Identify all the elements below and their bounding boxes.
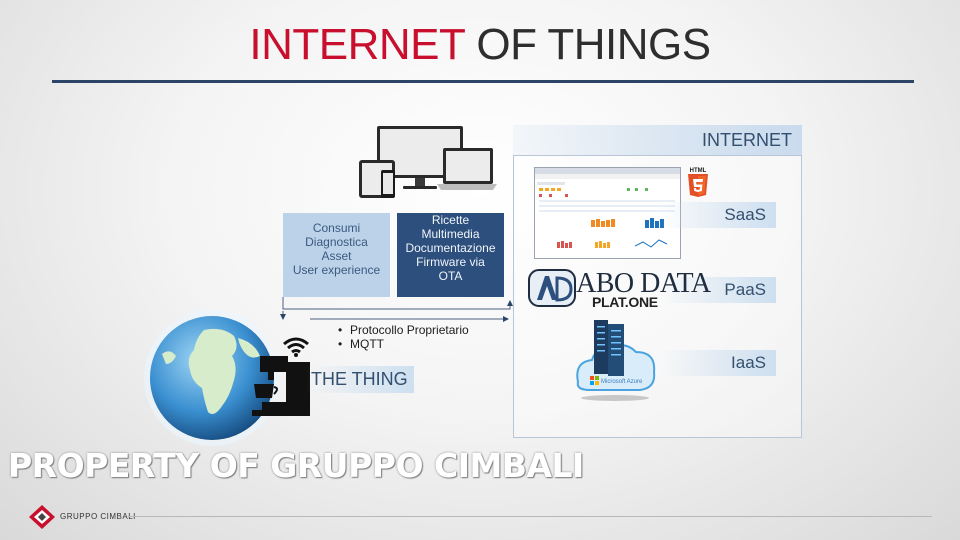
footer-brand: GRUPPO CIMBALI bbox=[60, 512, 136, 521]
abo-data-logo-icon bbox=[527, 268, 577, 308]
list-item: MQTT bbox=[338, 337, 469, 351]
devices-icon bbox=[357, 126, 497, 200]
box-consumi-line: User experience bbox=[292, 263, 381, 277]
azure-cloud-icon: Microsoft Azure bbox=[570, 318, 660, 402]
box-consumi-line: Asset bbox=[321, 249, 352, 263]
protocol-list: Protocollo Proprietario MQTT bbox=[338, 323, 469, 351]
tier-saas: SaaS bbox=[660, 202, 776, 228]
box-consumi-line: Diagnostica bbox=[305, 235, 368, 249]
box-consumi-line: Consumi bbox=[312, 221, 361, 235]
box-ricette: Ricette Multimedia Documentazione Firmwa… bbox=[397, 213, 504, 297]
platone-logo-text: PLAT.ONE bbox=[592, 294, 658, 310]
footer-divider bbox=[128, 516, 932, 517]
box-ricette-line: Documentazione bbox=[405, 241, 496, 255]
title-accent: INTERNET bbox=[249, 20, 465, 69]
box-ricette-line: Firmware via bbox=[416, 255, 485, 269]
dashboard-screenshot bbox=[534, 167, 681, 259]
svg-text:HTML: HTML bbox=[690, 168, 707, 174]
svg-text:Microsoft Azure: Microsoft Azure bbox=[601, 379, 643, 385]
connector-arrows bbox=[270, 295, 520, 335]
tier-iaas: IaaS bbox=[660, 350, 776, 376]
abo-data-logo-text: ABO DATA bbox=[576, 268, 711, 299]
box-ricette-line: Multimedia bbox=[421, 227, 480, 241]
the-thing-label: THE THING bbox=[307, 366, 414, 393]
tier-paas: PaaS bbox=[660, 277, 776, 303]
box-ricette-line: Ricette bbox=[431, 213, 470, 227]
box-consumi: Consumi Diagnostica Asset User experienc… bbox=[283, 213, 390, 297]
box-ricette-line: OTA bbox=[438, 269, 463, 283]
watermark: PROPERTY OF GRUPPO CIMBALI bbox=[8, 446, 584, 485]
coffee-machine-icon bbox=[248, 322, 314, 418]
internet-header: INTERNET bbox=[513, 125, 802, 155]
gruppo-cimbali-logo-icon bbox=[28, 504, 56, 530]
html5-icon: HTML bbox=[686, 166, 710, 203]
title-divider bbox=[52, 80, 914, 83]
page-title: INTERNET OF THINGS bbox=[0, 20, 960, 70]
list-item: Protocollo Proprietario bbox=[338, 323, 469, 337]
globe-icon bbox=[142, 308, 282, 448]
title-rest: OF THINGS bbox=[476, 20, 711, 69]
